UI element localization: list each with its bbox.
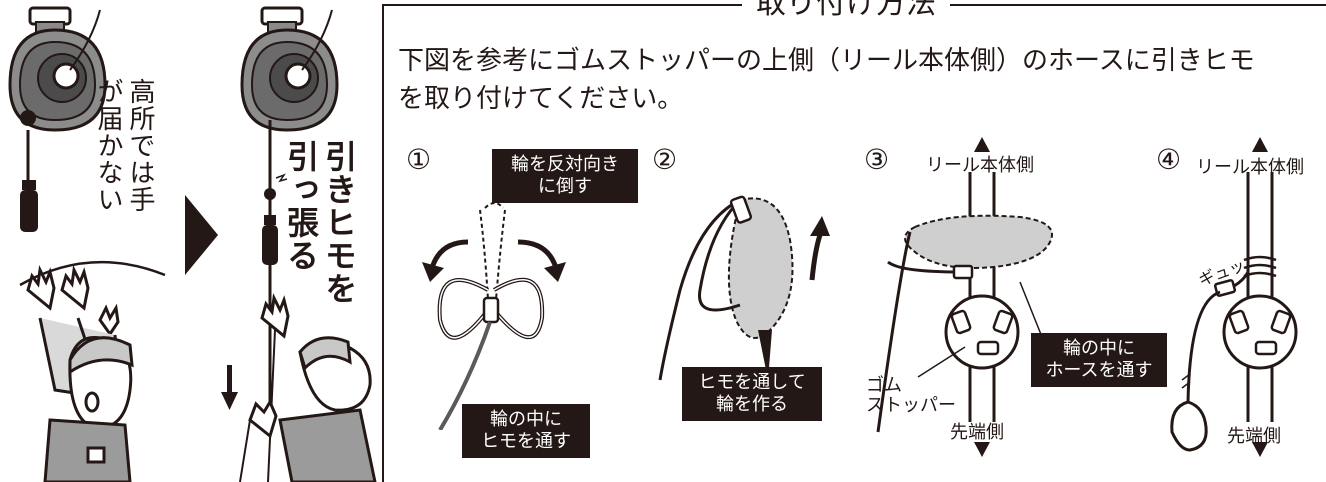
step-3-number: ③: [864, 143, 890, 176]
caption-pull-string: 引きヒモを引っ張る: [282, 140, 358, 305]
instruction-line-1: 下図を参考にゴムストッパーの上側（リール本体側）のホースに引きヒモ: [398, 46, 1255, 76]
step-2-illustration: [658, 195, 830, 381]
step-1-label-top: 輪を反対向き に倒す: [492, 149, 638, 203]
hose-reel-illustration-2: [221, 6, 339, 410]
step-3-illustration: [876, 137, 1053, 457]
worker-illustration: [19, 260, 166, 482]
step-2-label: ヒモを通して 輪を作る: [682, 367, 822, 421]
caption-high-place: 高所では手が届かない: [93, 78, 155, 213]
step-3-stopper-label: ゴム ストッパー: [866, 375, 956, 416]
step-1-label-bottom: 輪の中に ヒモを通す: [462, 404, 590, 458]
step-3-label: 輪の中に ホースを通す: [1031, 333, 1167, 387]
left-illustration: 高所では手が届かない 引きヒモを引っ張る: [8, 6, 377, 482]
next-arrow-icon: [185, 195, 218, 275]
worker-illustration-2: [239, 293, 377, 482]
step-4-top-label: リール本体側: [1196, 157, 1304, 178]
step-3-bottom-label: 先端側: [950, 422, 1004, 443]
section-title: 取り付け方法: [742, 0, 950, 22]
hose-reel-illustration: [8, 6, 107, 232]
step-3-top-label: リール本体側: [926, 155, 1034, 176]
step-2-number: ②: [652, 143, 678, 176]
step-1-number: ①: [406, 143, 432, 176]
step-1-illustration: [422, 202, 566, 430]
step-4-bottom-label: 先端側: [1227, 426, 1281, 447]
step-4-illustration: [1170, 137, 1298, 457]
instruction-line-2: を取り付けてください。: [398, 84, 684, 114]
step-4-number: ④: [1156, 143, 1182, 176]
section-frame-left: [382, 4, 384, 482]
